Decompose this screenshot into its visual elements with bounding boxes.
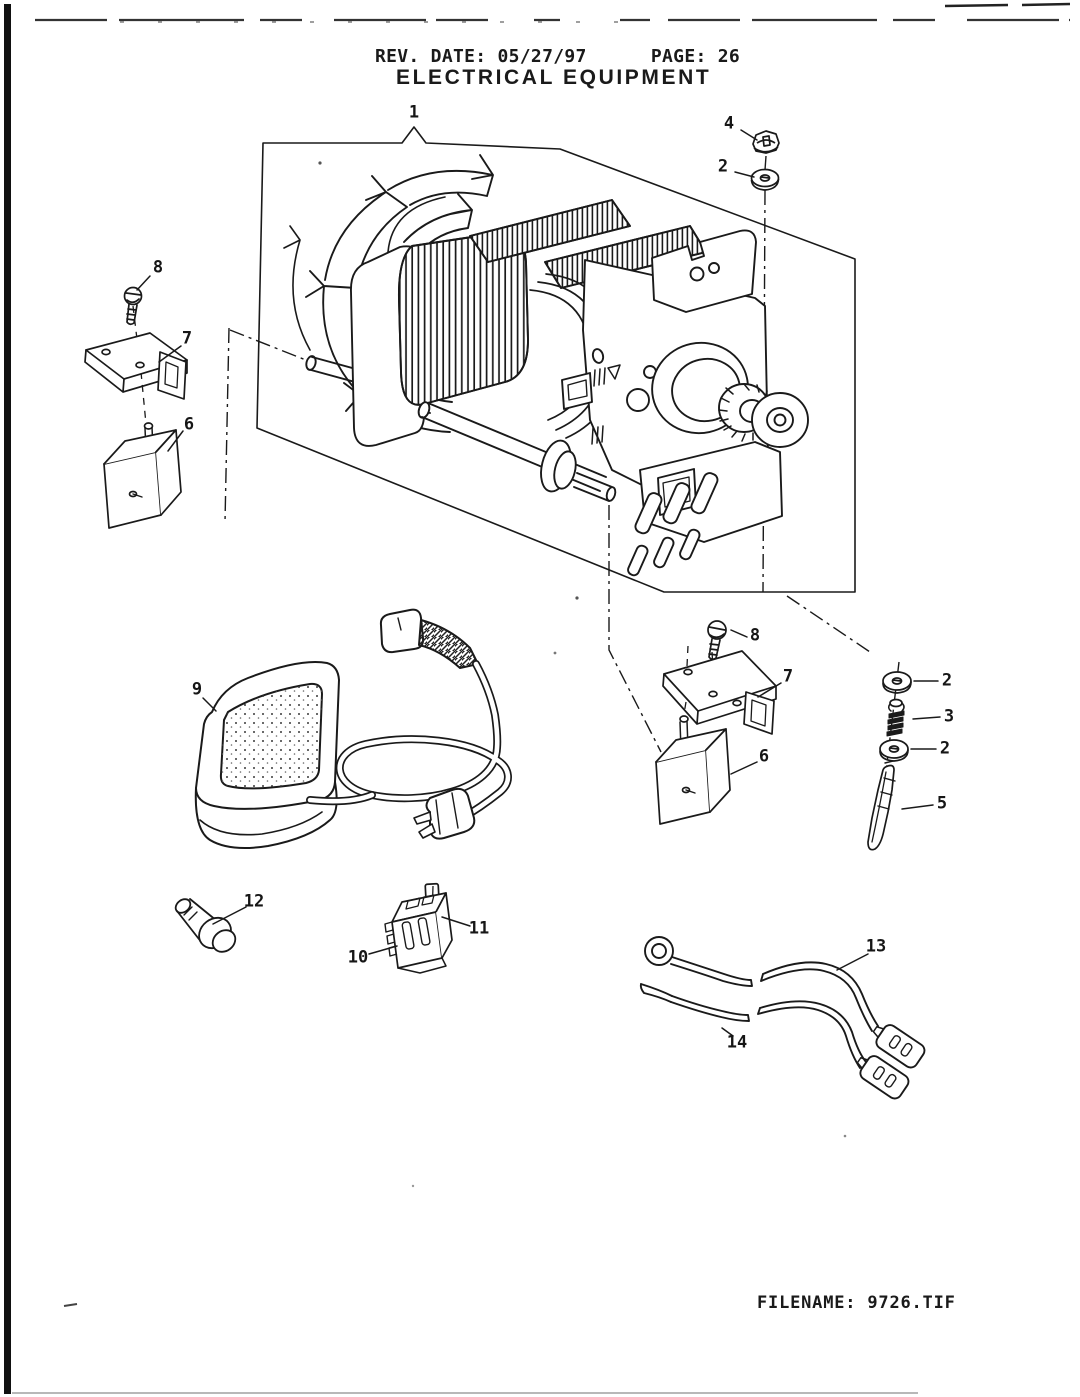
scan-border [4,2,1071,1394]
filename-value: 9726.TIF [867,1293,956,1313]
bulb-part-12 [174,898,237,953]
lead-wire-13 [644,936,926,1069]
motor-terminals [627,472,719,577]
foot-pedal [194,661,340,849]
washer-part-2-top [750,168,780,191]
mount-group-left [84,286,188,529]
washer-part-2-lower [879,739,909,762]
callout-part-3: 3 [943,706,955,727]
motor-illustration [283,154,809,577]
block-part-6-right [655,715,731,825]
block-part-6-left [103,422,182,529]
callout-part-10: 10 [347,947,369,968]
callout-part-8: 8 [152,257,164,278]
callout-part-9: 9 [191,679,203,700]
callout-part-1: 1 [408,102,420,123]
filename-line: FILENAME: 9726.TIF [757,1293,956,1313]
spring-part-3 [886,698,905,737]
spade-terminal-14 [856,1055,910,1100]
controller-connector [379,608,479,669]
callout-part-2: 2 [717,156,729,177]
rev-date-label: REV. DATE: [375,46,487,67]
callout-part-7: 7 [782,666,794,687]
power-plug [413,787,476,840]
callout-part-11: 11 [468,918,490,939]
lead-wire-14 [639,983,910,1100]
fastener-column-right [867,671,912,851]
motor-shaft-rear [417,401,617,502]
foot-controller-illustration [194,608,512,849]
rev-date-value: 05/27/97 [497,46,587,67]
callout-part-6: 6 [758,746,770,767]
stator-laminations [398,199,707,406]
callout-part-4: 4 [723,113,735,134]
callout-part-14: 14 [726,1032,748,1053]
pin-part-5 [867,760,896,851]
callout-part-8: 8 [749,625,761,646]
callout-part-7: 7 [181,328,193,349]
callout-part-5: 5 [936,793,948,814]
revision-line: REV. DATE: 05/27/97 PAGE: 26 [375,46,740,67]
screw-part-8-left [123,286,143,326]
mount-group-right [655,620,777,825]
diagram-title: ELECTRICAL EQUIPMENT [396,66,712,89]
callout-part-13: 13 [865,936,887,957]
bracket-part-7-left [84,332,188,400]
callout-part-12: 12 [243,891,265,912]
callout-leader-lines [136,129,941,1037]
callout-part-6: 6 [183,414,195,435]
pulley-assembly [651,341,809,448]
part1-enclosure-box [256,126,856,593]
nut-part-4 [752,130,780,154]
page-number: 26 [717,46,741,67]
callout-part-2: 2 [941,670,953,691]
washer-part-2-upper [882,671,912,694]
filename-label: FILENAME: [757,1293,857,1313]
connector-part-10-11 [384,882,453,974]
spade-terminal-13 [872,1024,926,1069]
power-cord [306,660,512,822]
callout-part-2: 2 [939,738,951,759]
screw-part-8-right [707,620,727,661]
page-label: PAGE: [650,46,707,67]
